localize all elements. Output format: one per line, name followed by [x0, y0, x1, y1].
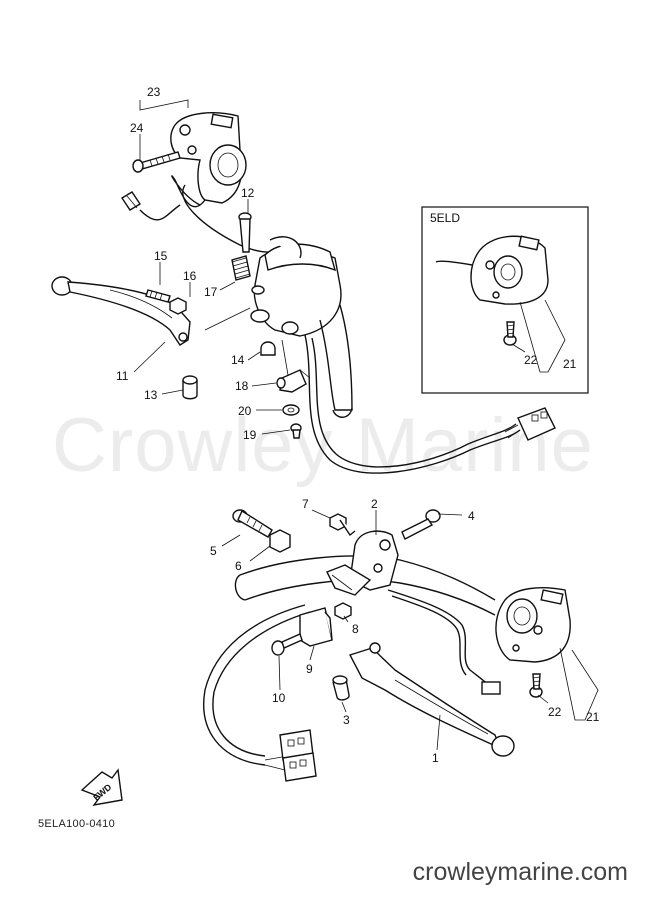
callout-5: 5	[210, 544, 217, 558]
callout-16: 16	[183, 269, 197, 283]
bolt-5	[232, 509, 273, 538]
bolt-12	[238, 212, 252, 253]
callout-10: 10	[272, 691, 286, 705]
callout-18: 18	[235, 379, 249, 393]
callout-15: 15	[154, 249, 168, 263]
right-switch-cable	[387, 589, 491, 689]
inset-screw-22	[503, 321, 517, 346]
watermark: Crowley Marine	[52, 403, 594, 488]
master-cylinder	[250, 236, 342, 337]
callout-23: 23	[147, 85, 161, 99]
footer-url: crowleymarine.com	[412, 858, 628, 886]
lower-harness-cable	[203, 604, 306, 766]
bolt-4	[401, 509, 441, 540]
callout-12: 12	[241, 186, 255, 200]
screw-24	[132, 151, 181, 173]
bolt-15	[145, 289, 171, 303]
upper-connector	[504, 407, 556, 441]
inset-switch-housing	[435, 235, 549, 305]
callout-7: 7	[302, 497, 309, 511]
boot-14	[260, 341, 276, 356]
inset-callout-22: 22	[524, 353, 538, 367]
callout-4: 4	[468, 509, 475, 523]
callout-leaders	[133, 99, 549, 751]
small-connector	[481, 681, 501, 695]
forward-arrow: FWD	[80, 768, 123, 807]
callout-20: 20	[238, 404, 252, 418]
callout-3: 3	[343, 713, 350, 727]
callout-8: 8	[352, 622, 359, 636]
callout-6: 6	[235, 559, 242, 573]
lower-connector	[264, 729, 317, 782]
clutch-lever-1	[348, 642, 515, 757]
spring-17	[231, 255, 251, 281]
callout-24: 24	[130, 121, 144, 135]
brake-lever-11	[51, 276, 191, 346]
collar-3	[332, 675, 350, 701]
screw-10	[271, 633, 303, 656]
inset-label: 5ELD	[430, 211, 460, 225]
screw-19	[290, 423, 302, 439]
callout-2: 2	[371, 497, 378, 511]
nut-8	[334, 602, 352, 620]
main-harness-cable	[304, 334, 521, 474]
callout-13: 13	[144, 388, 158, 402]
callout-17: 17	[204, 285, 218, 299]
callout-1: 1	[432, 751, 439, 765]
callout-19: 19	[243, 428, 257, 442]
nut-16	[169, 297, 187, 315]
lower-handlebar	[239, 555, 496, 601]
lower-switch-housing	[495, 587, 571, 663]
bolt-7	[329, 513, 356, 537]
brake-switch-18	[276, 369, 311, 393]
washer-20	[282, 404, 300, 416]
collar-13	[182, 375, 198, 400]
clamp-plate	[326, 564, 372, 596]
diagram-code: 5ELA100-0410	[38, 818, 115, 830]
callout-9: 9	[306, 662, 313, 676]
inset-callout-21: 21	[563, 357, 577, 371]
nut-6	[269, 529, 291, 553]
lower-screw-22	[529, 673, 543, 698]
callout-22: 22	[548, 705, 562, 719]
callout-21: 21	[586, 710, 600, 724]
upper-switch-cable	[171, 175, 206, 208]
callout-14: 14	[231, 353, 245, 367]
callout-11: 11	[116, 369, 129, 383]
brake-switch-9	[299, 607, 333, 647]
